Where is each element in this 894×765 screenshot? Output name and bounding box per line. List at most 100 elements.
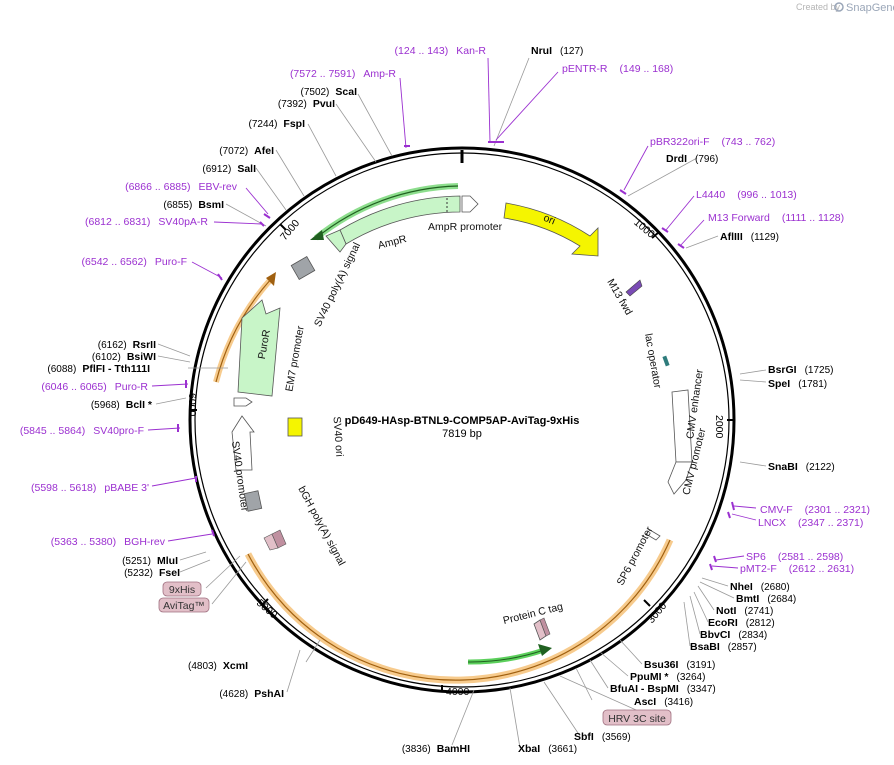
bgh-polya-label: bGH poly(A) signal bbox=[296, 484, 348, 567]
em7-promoter-arrow bbox=[233, 397, 253, 407]
ori-feature bbox=[503, 202, 599, 257]
svg-text:(6102)BsiWI: (6102)BsiWI bbox=[92, 351, 156, 363]
svg-text:EcoRI(2812): EcoRI(2812) bbox=[708, 617, 775, 629]
green-top-arc bbox=[310, 183, 459, 241]
green-bottom-arrow bbox=[467, 644, 552, 665]
svg-text:CMV-F(2301 .. 2321): CMV-F(2301 .. 2321) bbox=[760, 504, 870, 516]
svg-text:(6912)SalI: (6912)SalI bbox=[202, 163, 256, 175]
svg-text:(7072)AfeI: (7072)AfeI bbox=[219, 145, 274, 157]
ampr-feature bbox=[325, 195, 461, 253]
sv40-polya-label: SV40 poly(A) signal bbox=[312, 241, 363, 329]
enzyme-pflfi-tth111i: (6088)PflFI - Tth111I bbox=[47, 363, 150, 375]
enzyme-bsu36i: Bsu36I(3191) bbox=[644, 659, 715, 671]
svg-text:(5232)FseI: (5232)FseI bbox=[124, 567, 180, 579]
primer-leader-lines bbox=[147, 57, 757, 569]
enzyme-bmti: BmtI(2684) bbox=[736, 593, 796, 605]
puror-arrow bbox=[237, 299, 281, 397]
svg-text:(5363 .. 5380)BGH-rev: (5363 .. 5380)BGH-rev bbox=[51, 536, 166, 548]
enzyme-afliii: AflIII(1129) bbox=[720, 231, 779, 243]
tick-7000: 7000 bbox=[278, 217, 302, 243]
bgh-polya-box bbox=[243, 490, 263, 512]
primer-puro-r: (6046 .. 6065)Puro-R bbox=[41, 381, 148, 393]
svg-text:BbvCI(2834): BbvCI(2834) bbox=[700, 629, 767, 641]
svg-text:(124 .. 143)Kan-R: (124 .. 143)Kan-R bbox=[395, 45, 487, 57]
leader-lines bbox=[155, 57, 767, 749]
primer-sv40pa-r: (6812 .. 6831)SV40pA-R bbox=[85, 216, 208, 228]
enzyme-rsrii: (6162)RsrII bbox=[98, 339, 156, 351]
sv40-ori-label: SV40 ori bbox=[331, 416, 346, 457]
enzyme-pshai: (4628)PshAI bbox=[219, 688, 284, 700]
ori-label: ori bbox=[542, 212, 557, 227]
enzyme-drdi: DrdI(796) bbox=[666, 153, 718, 165]
enzyme-xbai: XbaI(3661) bbox=[518, 743, 577, 755]
svg-text:BsrGI(1725): BsrGI(1725) bbox=[768, 364, 834, 376]
primer-sv40pro-f: (5845 .. 5864)SV40pro-F bbox=[20, 425, 144, 437]
sv40-polya-box bbox=[290, 256, 316, 280]
primer-cmv-f: CMV-F(2301 .. 2321) bbox=[760, 504, 870, 516]
enzyme-sali: (6912)SalI bbox=[202, 163, 256, 175]
tick-4000: 4000 bbox=[441, 685, 470, 698]
tag-avitag: AviTag™ bbox=[158, 597, 210, 613]
avi-tag-marker bbox=[271, 529, 287, 549]
puror-orf-arc bbox=[213, 272, 276, 383]
svg-text:(7572 .. 7591)Amp-R: (7572 .. 7591)Amp-R bbox=[290, 68, 396, 80]
enzyme-bsabi: BsaBI(2857) bbox=[690, 641, 757, 653]
tick-6000: 6000 bbox=[186, 393, 198, 417]
ampr-label: AmpR bbox=[377, 233, 409, 252]
enzyme-ecori: EcoRI(2812) bbox=[708, 617, 775, 629]
svg-text:(4803)XcmI: (4803)XcmI bbox=[188, 660, 248, 672]
svg-text:7000: 7000 bbox=[278, 217, 302, 243]
svg-text:SP6(2581 .. 2598): SP6(2581 .. 2598) bbox=[746, 551, 843, 563]
primer-l4440: L4440(996 .. 1013) bbox=[696, 189, 797, 201]
tick-2000: 2000 bbox=[713, 415, 734, 439]
svg-text:(6812 .. 6831)SV40pA-R: (6812 .. 6831)SV40pA-R bbox=[85, 216, 208, 228]
protein-c-tag-label: Protein C tag bbox=[502, 601, 565, 628]
svg-text:6000: 6000 bbox=[186, 393, 198, 417]
svg-text:AflIII(1129): AflIII(1129) bbox=[720, 231, 779, 243]
enzyme-noti: NotI(2741) bbox=[716, 605, 773, 617]
svg-text:L4440(996 .. 1013): L4440(996 .. 1013) bbox=[696, 189, 797, 201]
svg-text:2000: 2000 bbox=[713, 415, 725, 439]
svg-text:pBR322ori-F(743 .. 762): pBR322ori-F(743 .. 762) bbox=[650, 136, 775, 148]
enzyme-pvui: (7392)PvuI bbox=[278, 98, 335, 110]
svg-text:(6088)PflFI - Tth111I: (6088)PflFI - Tth111I bbox=[47, 363, 150, 375]
svg-text:(5598 .. 5618)pBABE 3': (5598 .. 5618)pBABE 3' bbox=[31, 482, 149, 494]
svg-text:LNCX(2347 .. 2371): LNCX(2347 .. 2371) bbox=[758, 517, 863, 529]
primer-pbr322ori-f: pBR322ori-F(743 .. 762) bbox=[650, 136, 775, 148]
svg-text:(6046 .. 6065)Puro-R: (6046 .. 6065)Puro-R bbox=[41, 381, 148, 393]
svg-text:AscI(3416): AscI(3416) bbox=[634, 696, 693, 708]
svg-text:AviTag™: AviTag™ bbox=[163, 600, 205, 612]
svg-text:(7392)PvuI: (7392)PvuI bbox=[278, 98, 335, 110]
svg-text:BfuAI - BspMI(3347): BfuAI - BspMI(3347) bbox=[610, 683, 716, 695]
plasmid-name: pD649-HAsp-BTNL9-COMP5AP-AviTag-9xHis bbox=[345, 415, 580, 427]
primer-pentr-r: pENTR-R(149 .. 168) bbox=[562, 63, 673, 75]
svg-text:(6542 .. 6562)Puro-F: (6542 .. 6562)Puro-F bbox=[82, 256, 187, 268]
svg-text:SbfI(3569): SbfI(3569) bbox=[574, 731, 631, 743]
m13-fwd-label: M13 fwd bbox=[604, 277, 634, 318]
lac-operator-box bbox=[662, 355, 670, 367]
svg-text:(4628)PshAI: (4628)PshAI bbox=[219, 688, 284, 700]
enzyme-bamhi: (3836)BamHI bbox=[402, 743, 470, 755]
enzyme-xcmi: (4803)XcmI bbox=[188, 660, 248, 672]
primer-amp-r: (7572 .. 7591)Amp-R bbox=[290, 68, 396, 80]
svg-text:NruI(127): NruI(127) bbox=[531, 45, 583, 57]
primer-site-marks bbox=[177, 141, 735, 571]
svg-text:(6855)BsmI: (6855)BsmI bbox=[163, 199, 224, 211]
tag-hrv-3c-site: HRV 3C site bbox=[602, 709, 672, 726]
svg-text:(5845 .. 5864)SV40pro-F: (5845 .. 5864)SV40pro-F bbox=[20, 425, 144, 437]
svg-text:SnaBI(2122): SnaBI(2122) bbox=[768, 461, 835, 473]
svg-text:M13 Forward(1111 .. 1128): M13 Forward(1111 .. 1128) bbox=[708, 212, 844, 224]
enzyme-bsrgi: BsrGI(1725) bbox=[768, 364, 834, 376]
svg-text:(6162)RsrII: (6162)RsrII bbox=[98, 339, 156, 351]
svg-text:PpuMI *(3264): PpuMI *(3264) bbox=[630, 671, 705, 683]
enzyme-spei: SpeI(1781) bbox=[768, 378, 827, 390]
puror-label: PuroR bbox=[256, 328, 273, 360]
snapgene-logo-icon bbox=[834, 2, 844, 12]
svg-text:pENTR-R(149 .. 168): pENTR-R(149 .. 168) bbox=[562, 63, 673, 75]
enzyme-bcli: (5968)BclI * bbox=[91, 399, 153, 411]
svg-text:(3836)BamHI: (3836)BamHI bbox=[402, 743, 470, 755]
ampr-promoter-arrow bbox=[461, 195, 479, 213]
enzyme-bsiwi: (6102)BsiWI bbox=[92, 351, 156, 363]
enzyme-bsmi: (6855)BsmI bbox=[163, 199, 224, 211]
primer-lncx: LNCX(2347 .. 2371) bbox=[758, 517, 863, 529]
